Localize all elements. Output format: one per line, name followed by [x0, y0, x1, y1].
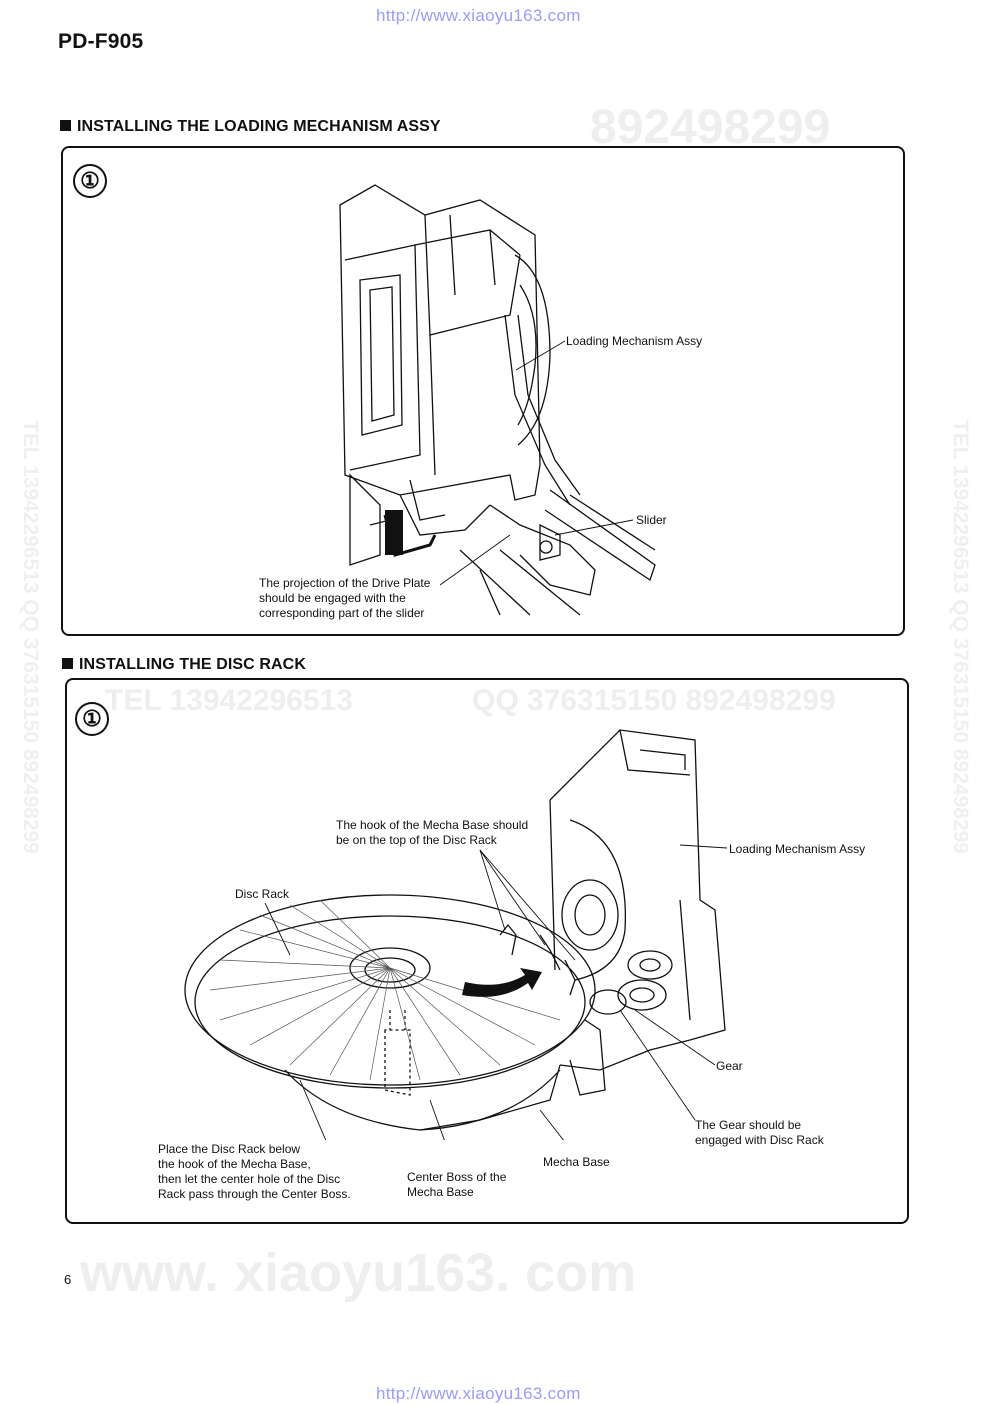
label-hook-mecha-base: The hook of the Mecha Base should be on … [336, 818, 529, 847]
label-loading-mechanism-assy-2: Loading Mechanism Assy [729, 842, 866, 856]
label-center-boss: Center Boss of the Mecha Base [407, 1170, 507, 1199]
bullet-square-icon [60, 120, 71, 131]
label-gear: Gear [716, 1059, 743, 1073]
model-title: PD-F905 [58, 30, 144, 53]
watermark-2: TEL 13942296513 [105, 684, 353, 717]
loading-mechanism-illustration [339, 184, 656, 616]
watermark-3: QQ 376315150 892498299 [472, 684, 836, 717]
step-number-1: ① [75, 702, 109, 736]
label-projection-drive-plate: The projection of the Drive Plate should… [259, 576, 431, 620]
section1-title-text: INSTALLING THE LOADING MECHANISM ASSY [77, 118, 441, 135]
section1-frame: ① [61, 146, 905, 636]
section1-title: INSTALLING THE LOADING MECHANISM ASSY [60, 118, 441, 136]
label-place-disc-rack: Place the Disc Rack below the hook of th… [158, 1142, 351, 1201]
watermark-1: 892498299 [590, 101, 831, 154]
step-number-1: ① [73, 164, 107, 198]
section2-title: INSTALLING THE DISC RACK [62, 656, 306, 674]
section2-frame: ① [65, 678, 909, 1224]
bullet-square-icon [62, 658, 73, 669]
page-number: 6 [64, 1272, 72, 1287]
url-bottom[interactable]: http://www.xiaoyu163.com [376, 1384, 581, 1403]
label-gear-engaged: The Gear should be engaged with Disc Rac… [695, 1118, 824, 1147]
section2-title-text: INSTALLING THE DISC RACK [79, 656, 306, 673]
label-disc-rack: Disc Rack [235, 887, 290, 901]
label-mecha-base: Mecha Base [543, 1155, 610, 1169]
label-loading-mechanism-assy-1: Loading Mechanism Assy [566, 334, 703, 348]
disc-rack-illustration [184, 729, 728, 1140]
watermark-side-right: TEL 13942296513 QQ 376315150 892498299 [949, 420, 972, 854]
url-top[interactable]: http://www.xiaoyu163.com [376, 6, 581, 25]
watermark-4: www. xiaoyu163. com [80, 1243, 637, 1303]
label-slider: Slider [636, 513, 667, 527]
watermark-side-left: TEL 13942296513 QQ 376315150 892498299 [19, 420, 42, 854]
